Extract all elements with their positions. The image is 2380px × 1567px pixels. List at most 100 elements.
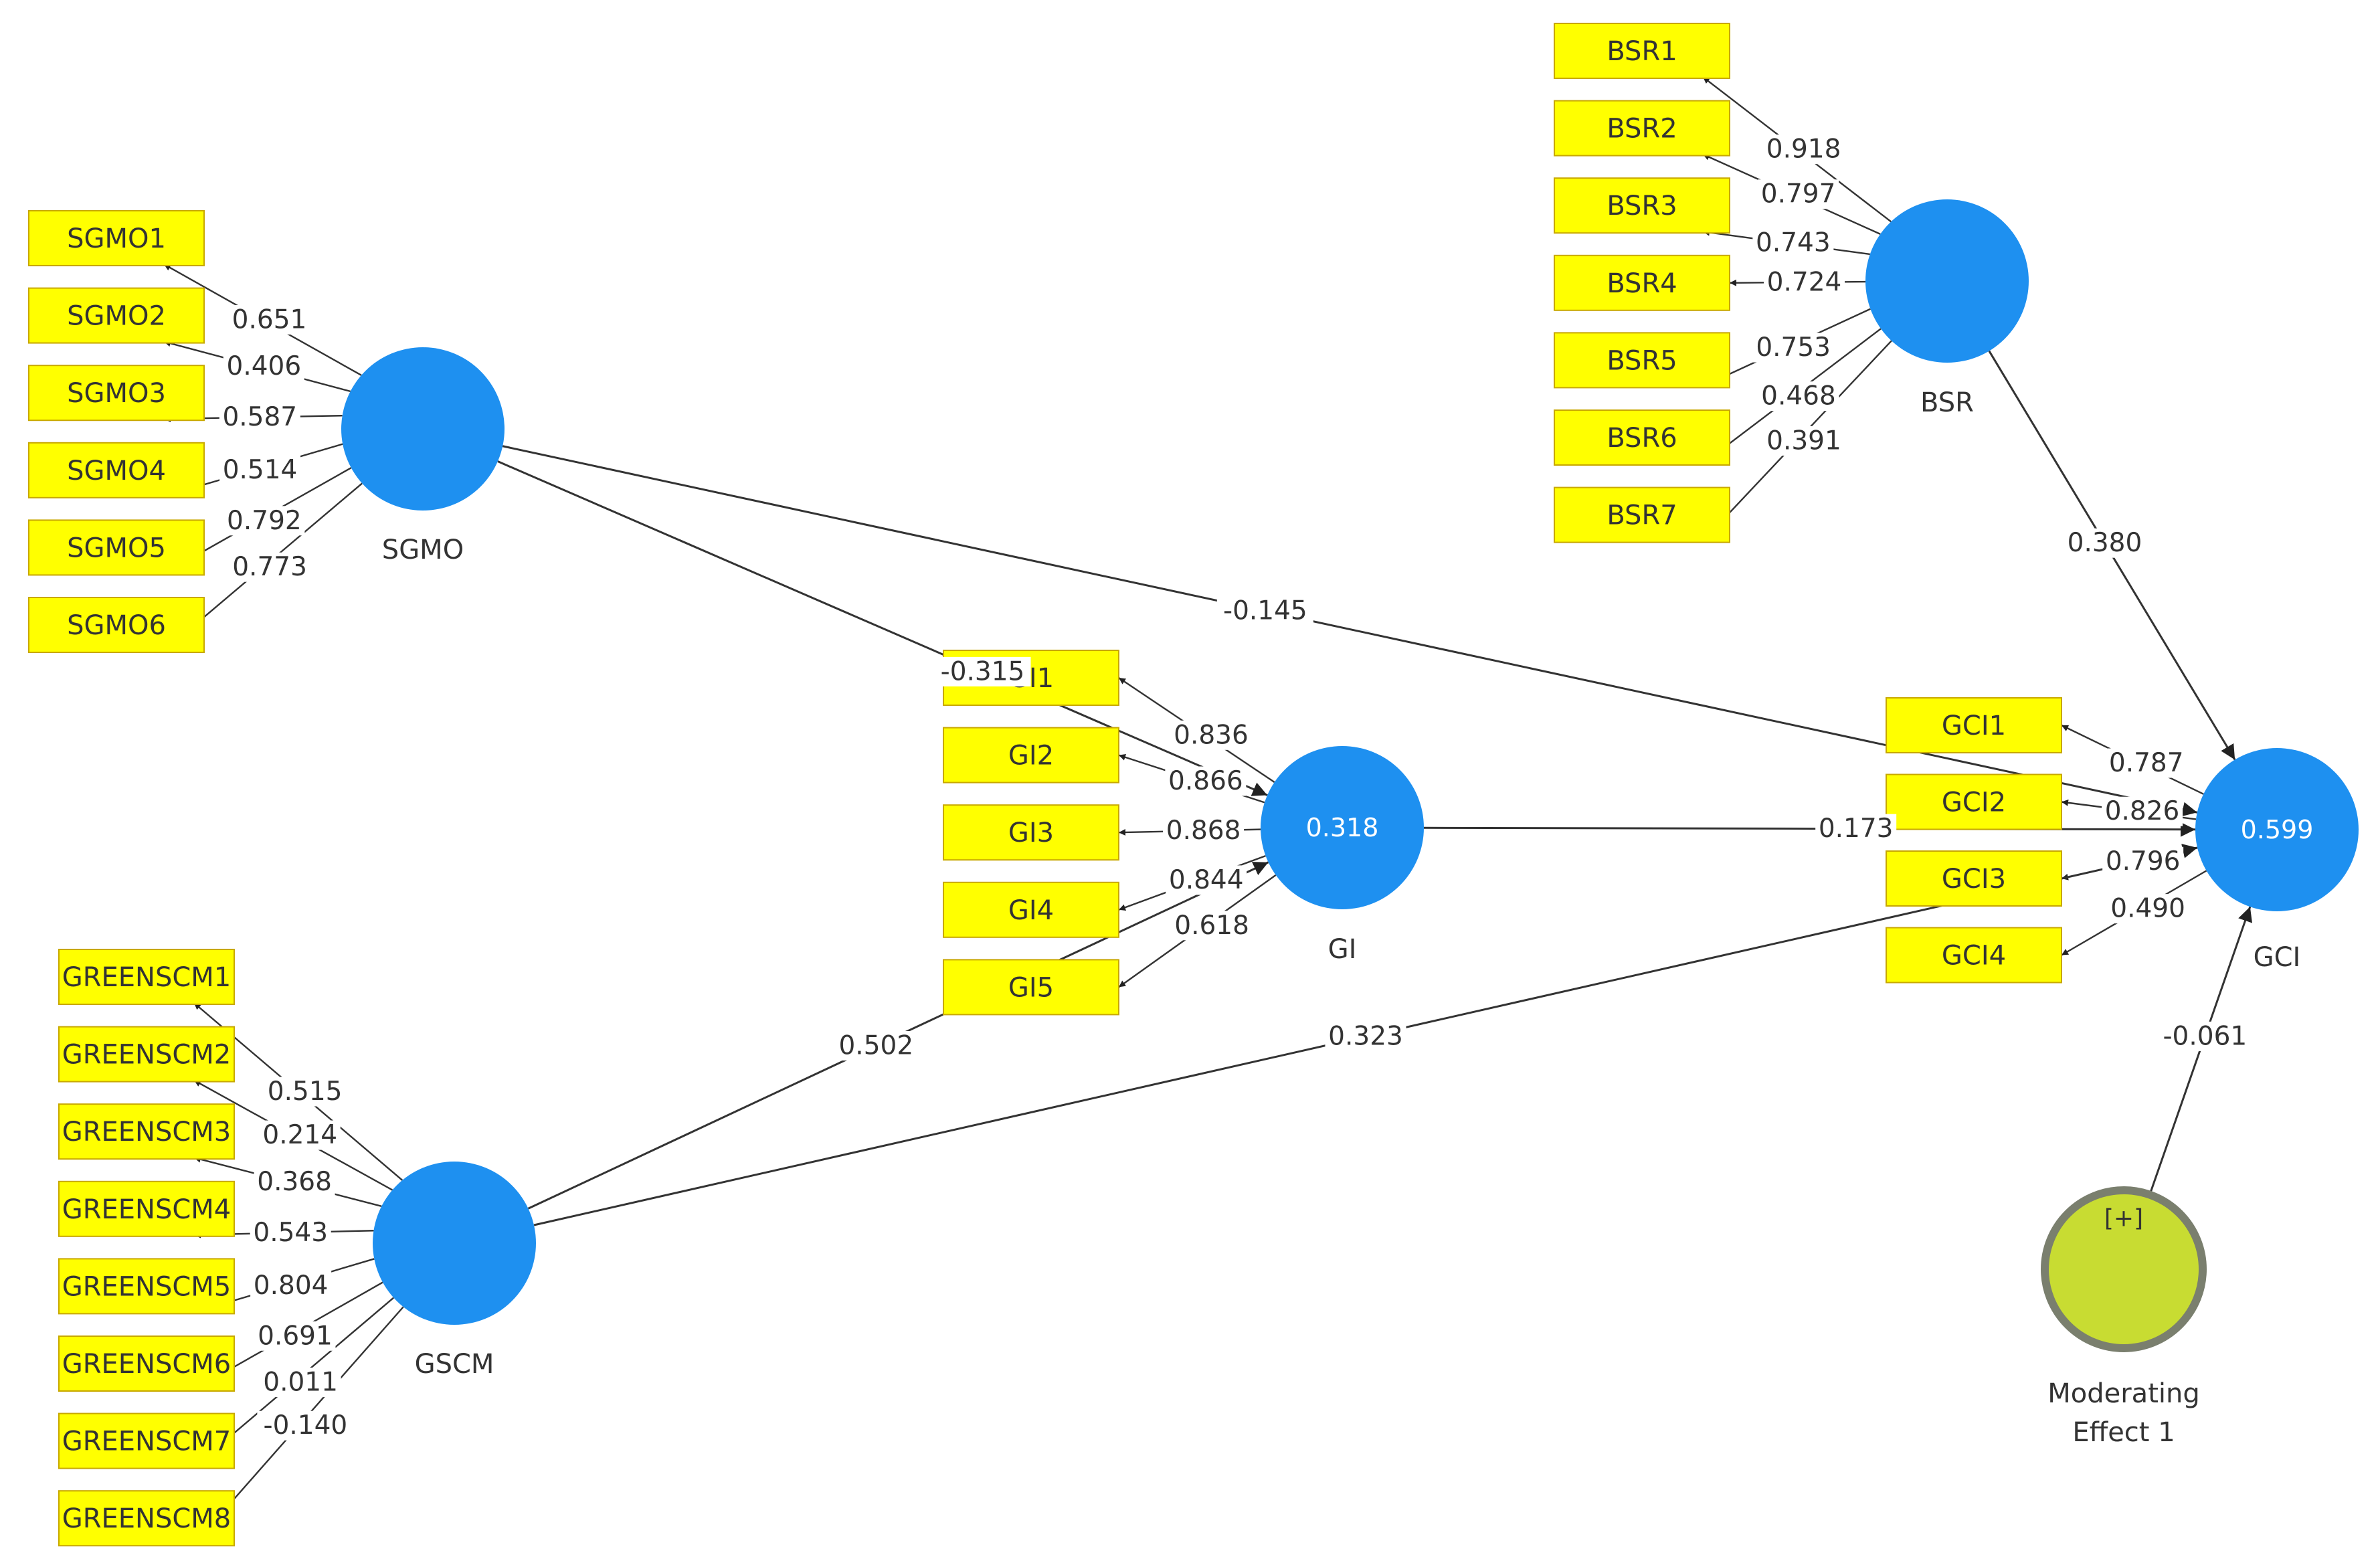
indicator-bsr4-box bbox=[1554, 254, 1730, 311]
weight-gi4-group: 0.844 bbox=[1166, 865, 1247, 895]
indicator-bsr3-label: BSR3 bbox=[1607, 191, 1677, 221]
indicator-bsr1-box bbox=[1554, 23, 1730, 79]
latent-gi-circle bbox=[1261, 746, 1424, 909]
path-gscm-gi-coef: 0.502 bbox=[838, 1031, 913, 1061]
weight-gi3-group: 0.868 bbox=[1163, 816, 1245, 846]
indicator-bsr1-label: BSR1 bbox=[1607, 36, 1677, 67]
indicator-greenscm1-label: GREENSCM1 bbox=[62, 962, 232, 993]
weight-gi4: 0.844 bbox=[1169, 865, 1244, 895]
weight-greenscm1-bg bbox=[264, 1077, 346, 1107]
indicator-bsr2[interactable]: BSR2 bbox=[1554, 100, 1730, 157]
latent-gci-circle bbox=[2195, 748, 2359, 911]
indicator-gci1-label: GCI1 bbox=[1942, 711, 2006, 741]
latent-bsr-circle bbox=[1865, 199, 2029, 363]
indicator-gi2[interactable]: GI2 bbox=[943, 727, 1119, 784]
indicator-gci2[interactable]: GCI2 bbox=[1886, 773, 2062, 830]
weight-bsr3: 0.743 bbox=[1756, 228, 1831, 258]
indicator-bsr4[interactable]: BSR4 bbox=[1554, 254, 1730, 311]
indicator-gi5-box bbox=[943, 959, 1119, 1016]
moderator-label-line2: Effect 1 bbox=[2072, 1417, 2175, 1448]
indicator-greenscm5[interactable]: GREENSCM5 bbox=[58, 1258, 235, 1315]
weight-bsr5: 0.753 bbox=[1756, 333, 1831, 363]
indicator-greenscm4-box bbox=[58, 1180, 235, 1237]
indicator-gi5[interactable]: GI5 bbox=[943, 959, 1119, 1016]
indicator-sgmo6-box bbox=[28, 597, 205, 653]
indicator-gi3[interactable]: GI3 bbox=[943, 804, 1119, 861]
latent-gscm[interactable]: GSCM bbox=[373, 1162, 536, 1380]
weight-greenscm6-bg bbox=[254, 1321, 336, 1351]
indicator-bsr3[interactable]: BSR3 bbox=[1554, 177, 1730, 234]
indicator-sgmo5[interactable]: SGMO5 bbox=[28, 519, 205, 576]
path-bsr-gci-coef-group: 0.380 bbox=[2064, 528, 2145, 558]
indicator-gi4[interactable]: GI4 bbox=[943, 881, 1119, 938]
indicator-sgmo6-label: SGMO6 bbox=[67, 610, 166, 641]
weight-bsr6-bg bbox=[1758, 381, 1839, 411]
indicator-sgmo2[interactable]: SGMO2 bbox=[28, 287, 205, 344]
moderator-label-line1: Moderating bbox=[2047, 1378, 2199, 1409]
indicator-bsr2-label: BSR2 bbox=[1607, 114, 1677, 145]
latent-gi-r2: 0.318 bbox=[1306, 813, 1379, 842]
indicator-greenscm7[interactable]: GREENSCM7 bbox=[58, 1412, 235, 1469]
path-gscm-gi-coef-group: 0.502 bbox=[835, 1031, 917, 1061]
indicator-greenscm6[interactable]: GREENSCM6 bbox=[58, 1335, 235, 1392]
indicator-bsr7[interactable]: BSR7 bbox=[1554, 486, 1730, 543]
indicator-gi3-box bbox=[943, 804, 1119, 861]
weight-sgmo5-group: 0.792 bbox=[223, 506, 305, 536]
indicator-gci4[interactable]: GCI4 bbox=[1886, 927, 2062, 984]
expand-icon: [+] bbox=[2104, 1205, 2143, 1232]
path-sgmo-gi-coef-group: -0.315 bbox=[934, 656, 1031, 686]
path-gscm-gi-coef-bg bbox=[835, 1031, 917, 1061]
indicator-gci3[interactable]: GCI3 bbox=[1886, 850, 2062, 907]
indicator-sgmo6[interactable]: SGMO6 bbox=[28, 597, 205, 653]
indicator-greenscm3[interactable]: GREENSCM3 bbox=[58, 1103, 235, 1160]
weight-greenscm8-group: -0.140 bbox=[257, 1410, 354, 1441]
indicator-greenscm7-box bbox=[58, 1412, 235, 1469]
path-sgmo-gi-coef: -0.315 bbox=[941, 656, 1025, 686]
weight-gi4-bg bbox=[1166, 865, 1247, 895]
weight-bsr3-group: 0.743 bbox=[1752, 228, 1834, 258]
weight-sgmo1-bg bbox=[229, 304, 310, 335]
latent-bsr[interactable]: BSR bbox=[1865, 199, 2029, 418]
weight-greenscm5-group: 0.804 bbox=[250, 1271, 332, 1301]
indicator-bsr5-label: BSR5 bbox=[1607, 345, 1677, 376]
indicator-bsr7-box bbox=[1554, 486, 1730, 543]
indicator-bsr6[interactable]: BSR6 bbox=[1554, 409, 1730, 466]
path-gi-gci-coef: 0.173 bbox=[1819, 814, 1894, 844]
indicator-bsr1[interactable]: BSR1 bbox=[1554, 23, 1730, 79]
indicator-gci1[interactable]: GCI1 bbox=[1886, 697, 2062, 753]
weight-gci3-group: 0.796 bbox=[2102, 846, 2184, 877]
indicator-greenscm4[interactable]: GREENSCM4 bbox=[58, 1180, 235, 1237]
indicator-greenscm7-label: GREENSCM7 bbox=[62, 1426, 232, 1457]
path-bsr-gci-coef: 0.380 bbox=[2068, 528, 2142, 558]
weight-gci3-bg bbox=[2102, 846, 2184, 877]
weight-greenscm8: -0.140 bbox=[264, 1410, 348, 1441]
weight-greenscm2: 0.214 bbox=[262, 1120, 337, 1150]
weight-bsr4-group: 0.724 bbox=[1764, 267, 1845, 297]
weight-gci2-group: 0.826 bbox=[2102, 796, 2183, 826]
indicator-greenscm8[interactable]: GREENSCM8 bbox=[58, 1490, 235, 1547]
indicator-sgmo4[interactable]: SGMO4 bbox=[28, 442, 205, 498]
indicator-bsr5[interactable]: BSR5 bbox=[1554, 332, 1730, 389]
weight-gi5: 0.618 bbox=[1174, 911, 1249, 941]
indicator-greenscm1[interactable]: GREENSCM1 bbox=[58, 949, 235, 1005]
weight-greenscm5-bg bbox=[250, 1271, 332, 1301]
latent-sgmo[interactable]: SGMO bbox=[341, 347, 505, 565]
weight-sgmo5-bg bbox=[223, 506, 305, 536]
indicator-greenscm2-box bbox=[58, 1026, 235, 1083]
latent-gi-label: GI bbox=[1328, 934, 1357, 965]
weights-layer: 0.6510.4060.5870.5140.7920.7730.9180.797… bbox=[219, 134, 2254, 1441]
weight-gi1-group: 0.836 bbox=[1170, 720, 1252, 750]
indicator-greenscm2[interactable]: GREENSCM2 bbox=[58, 1026, 235, 1083]
weight-bsr1-bg bbox=[1763, 134, 1845, 165]
indicator-sgmo1[interactable]: SGMO1 bbox=[28, 210, 205, 266]
indicator-gci2-box bbox=[1886, 773, 2062, 830]
indicator-sgmo3[interactable]: SGMO3 bbox=[28, 365, 205, 422]
path-gi-gci bbox=[1423, 822, 2196, 837]
indicator-greenscm5-label: GREENSCM5 bbox=[62, 1271, 232, 1302]
weight-bsr7: 0.391 bbox=[1766, 426, 1841, 456]
weight-sgmo1: 0.651 bbox=[232, 304, 307, 335]
